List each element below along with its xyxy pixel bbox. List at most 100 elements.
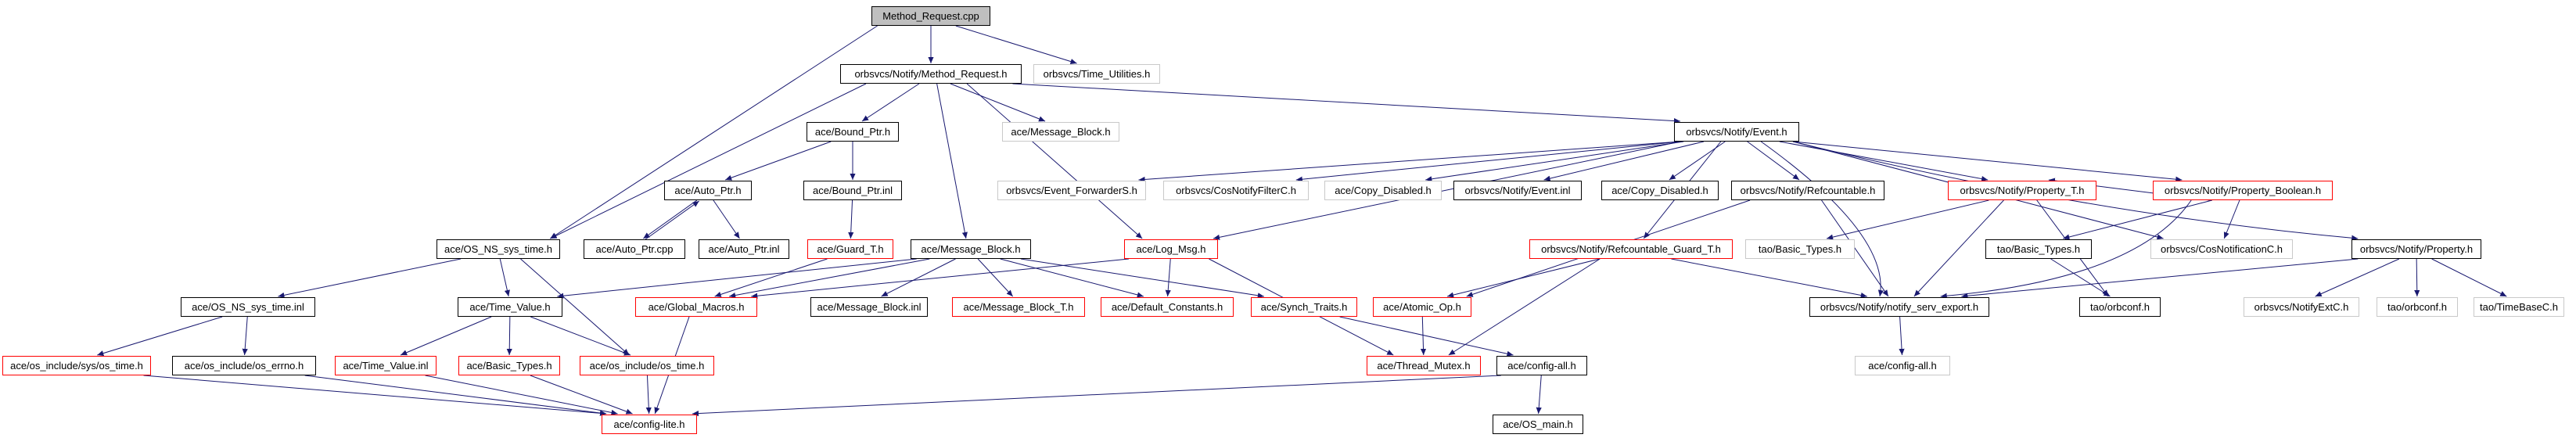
edge-time_value_inl-to-config_lite (425, 375, 618, 415)
node-refcountable-h[interactable]: orbsvcs/Notify/Refcountable.h (1731, 181, 1884, 200)
edge-bound_ptr_h-to-auto_ptr_h (725, 141, 832, 181)
node-method-request-h[interactable]: orbsvcs/Notify/Method_Request.h (840, 64, 1022, 84)
node-sys-os-time[interactable]: ace/os_include/sys/os_time.h (2, 356, 151, 375)
node-timebasec[interactable]: tao/TimeBaseC.h (2474, 297, 2564, 317)
node-message-block-inl[interactable]: ace/Message_Block.inl (810, 297, 928, 317)
node-time-value-h[interactable]: ace/Time_Value.h (458, 297, 562, 317)
node-property-h[interactable]: orbsvcs/Notify/Property.h (2351, 239, 2481, 259)
edge-time_value_h-to-time_value_inl (400, 316, 492, 356)
edge-method_request_h-to-message_block_h2 (950, 83, 1046, 122)
edge-message_block_h4-to-global_macros (729, 258, 930, 299)
edge-method_request_h-to-log_msg (966, 83, 1143, 239)
node-time-utilities[interactable]: orbsvcs/Time_Utilities.h (1033, 64, 1160, 84)
edge-property_boolean-to-notify_serv_export (1940, 199, 2192, 299)
node-notify-serv-export[interactable]: orbsvcs/Notify/notify_serv_export.h (1809, 297, 1989, 317)
node-bound-ptr-inl[interactable]: ace/Bound_Ptr.inl (803, 181, 902, 200)
edge-method_request_h-to-event_h (1012, 83, 1681, 124)
node-auto-ptr-h[interactable]: ace/Auto_Ptr.h (664, 181, 752, 200)
node-method-request-cpp[interactable]: Method_Request.cpp (871, 6, 990, 26)
edge-method_request_cpp-to-os_ns_sys_time_h (550, 25, 878, 239)
edge-log_msg-to-global_macros (751, 258, 1130, 299)
node-bound-ptr-h[interactable]: ace/Bound_Ptr.h (807, 122, 899, 142)
edge-event_h-to-notify_serv_export (1760, 141, 1884, 297)
node-os-errno[interactable]: ace/os_include/os_errno.h (172, 356, 316, 375)
node-property-t[interactable]: orbsvcs/Notify/Property_T.h (1948, 181, 2096, 200)
edge-tao_basic_types_b-to-orbconf_b (2050, 258, 2111, 297)
node-auto-ptr-cpp[interactable]: ace/Auto_Ptr.cpp (584, 239, 685, 259)
node-tao-basic-types-g[interactable]: tao/Basic_Types.h (1745, 239, 1855, 259)
node-os-time[interactable]: ace/os_include/os_time.h (580, 356, 714, 375)
edge-guard_t-to-global_macros (714, 258, 828, 297)
node-copy-disabled-r[interactable]: ace/Copy_Disabled.h (1601, 181, 1719, 200)
edge-time_value_h-to-os_time (530, 316, 631, 356)
edge-os_ns_sys_time_h-to-os_ns_sys_time_inl (278, 258, 462, 298)
node-event-inl[interactable]: orbsvcs/Notify/Event.inl (1453, 181, 1582, 200)
node-os-ns-sys-time-inl[interactable]: ace/OS_NS_sys_time.inl (181, 297, 315, 317)
edge-os_ns_sys_time_h-to-time_value_h (499, 258, 510, 297)
edge-message_block_h4-to-synch_traits (1020, 258, 1264, 299)
edge-auto_ptr_h-to-auto_ptr_inl (713, 199, 740, 239)
node-thread-mutex[interactable]: ace/Thread_Mutex.h (1367, 356, 1481, 375)
node-copy-disabled-l[interactable]: ace/Copy_Disabled.h (1324, 181, 1442, 200)
edge-sys_os_time-to-config_lite (143, 375, 607, 416)
node-guard-t[interactable]: ace/Guard_T.h (807, 239, 893, 259)
node-config-lite[interactable]: ace/config-lite.h (602, 415, 697, 434)
node-synch-traits[interactable]: ace/Synch_Traits.h (1251, 297, 1357, 317)
edge-os_ns_sys_time_h-to-os_time (520, 258, 630, 356)
node-tao-basic-types-b[interactable]: tao/Basic_Types.h (1985, 239, 2092, 259)
node-event-forwarders[interactable]: orbsvcs/Event_ForwarderS.h (997, 181, 1146, 200)
edge-os_ns_sys_time_inl-to-sys_os_time (97, 316, 223, 357)
edge-property_h-to-orbconf_g (2414, 258, 2420, 297)
edge-log_msg-to-default_constants (1165, 258, 1171, 297)
edge-property_h-to-timebasec (2431, 258, 2507, 297)
edge-config_all_b-to-os_main (1536, 375, 1542, 415)
node-config-all-g[interactable]: ace/config-all.h (1855, 356, 1950, 375)
edge-event_h-to-refcountable_h (1747, 141, 1800, 181)
node-config-all-b[interactable]: ace/config-all.h (1496, 356, 1587, 375)
edge-event_h-to-property_h (1792, 141, 2359, 241)
edge-refcountable_guard-to-atomic_op (1446, 258, 1601, 298)
node-default-constants[interactable]: ace/Default_Constants.h (1101, 297, 1234, 317)
edge-property_boolean-to-cosnotificationc (2223, 199, 2240, 239)
edge-auto_ptr_cpp-to-auto_ptr_h (645, 200, 700, 240)
node-orbconf-g[interactable]: tao/orbconf.h (2377, 297, 2458, 317)
node-os-ns-sys-time-h[interactable]: ace/OS_NS_sys_time.h (437, 239, 560, 259)
edge-event_h-to-cosnotifyfilterc (1295, 141, 1681, 182)
node-cosnotificationc[interactable]: orbsvcs/CosNotificationC.h (2150, 239, 2293, 259)
edge-os_ns_sys_time_inl-to-os_errno (242, 316, 248, 356)
edge-property_h-to-notifyextc (2315, 258, 2400, 297)
node-notifyextc[interactable]: orbsvcs/NotifyExtC.h (2244, 297, 2359, 317)
edge-event_h-to-event_inl (1543, 141, 1705, 181)
node-message-block-h4[interactable]: ace/Message_Block.h (911, 239, 1031, 259)
edge-refcountable_guard-to-notify_serv_export (1671, 258, 1867, 299)
node-auto-ptr-inl[interactable]: ace/Auto_Ptr.inl (699, 239, 789, 259)
edge-message_block_h4-to-time_value_h (557, 258, 917, 299)
node-global-macros[interactable]: ace/Global_Macros.h (635, 297, 757, 317)
edge-os_time-to-config_lite (645, 375, 652, 415)
node-refcountable-guard[interactable]: orbsvcs/Notify/Refcountable_Guard_T.h (1529, 239, 1733, 259)
edge-method_request_h-to-bound_ptr_h (861, 83, 920, 122)
node-cosnotifyfilterc[interactable]: orbsvcs/CosNotifyFilterC.h (1163, 181, 1309, 200)
node-event-h[interactable]: orbsvcs/Notify/Event.h (1674, 122, 1799, 142)
edge-config_all_b-to-config_lite (692, 375, 1501, 417)
edge-refcountable_h-to-notify_serv_export (1821, 199, 1889, 297)
node-message-block-t[interactable]: ace/Message_Block_T.h (952, 297, 1085, 317)
edge-synch_traits-to-config_all_b (1339, 316, 1514, 357)
edge-time_value_h-to-ace_basic_types (506, 316, 512, 356)
node-message-block-h2[interactable]: ace/Message_Block.h (1002, 122, 1119, 142)
edge-property_boolean-to-tao_basic_types_b (2063, 199, 2212, 240)
edge-event_h-to-property_boolean (1792, 141, 2183, 182)
node-orbconf-b[interactable]: tao/orbconf.h (2079, 297, 2161, 317)
edge-property_h-to-notify_serv_export (1961, 258, 2359, 299)
edge-message_block_h4-to-message_block_t (977, 258, 1014, 297)
edge-event_h-to-event_forwarders (1138, 141, 1681, 183)
edge-message_block_h4-to-default_constants (1000, 258, 1144, 298)
node-time-value-inl[interactable]: ace/Time_Value.inl (335, 356, 437, 375)
node-os-main[interactable]: ace/OS_main.h (1493, 415, 1583, 434)
node-ace-basic-types[interactable]: ace/Basic_Types.h (458, 356, 560, 375)
node-log-msg[interactable]: ace/Log_Msg.h (1124, 239, 1218, 259)
node-property-boolean[interactable]: orbsvcs/Notify/Property_Boolean.h (2153, 181, 2333, 200)
node-atomic-op[interactable]: ace/Atomic_Op.h (1373, 297, 1471, 317)
